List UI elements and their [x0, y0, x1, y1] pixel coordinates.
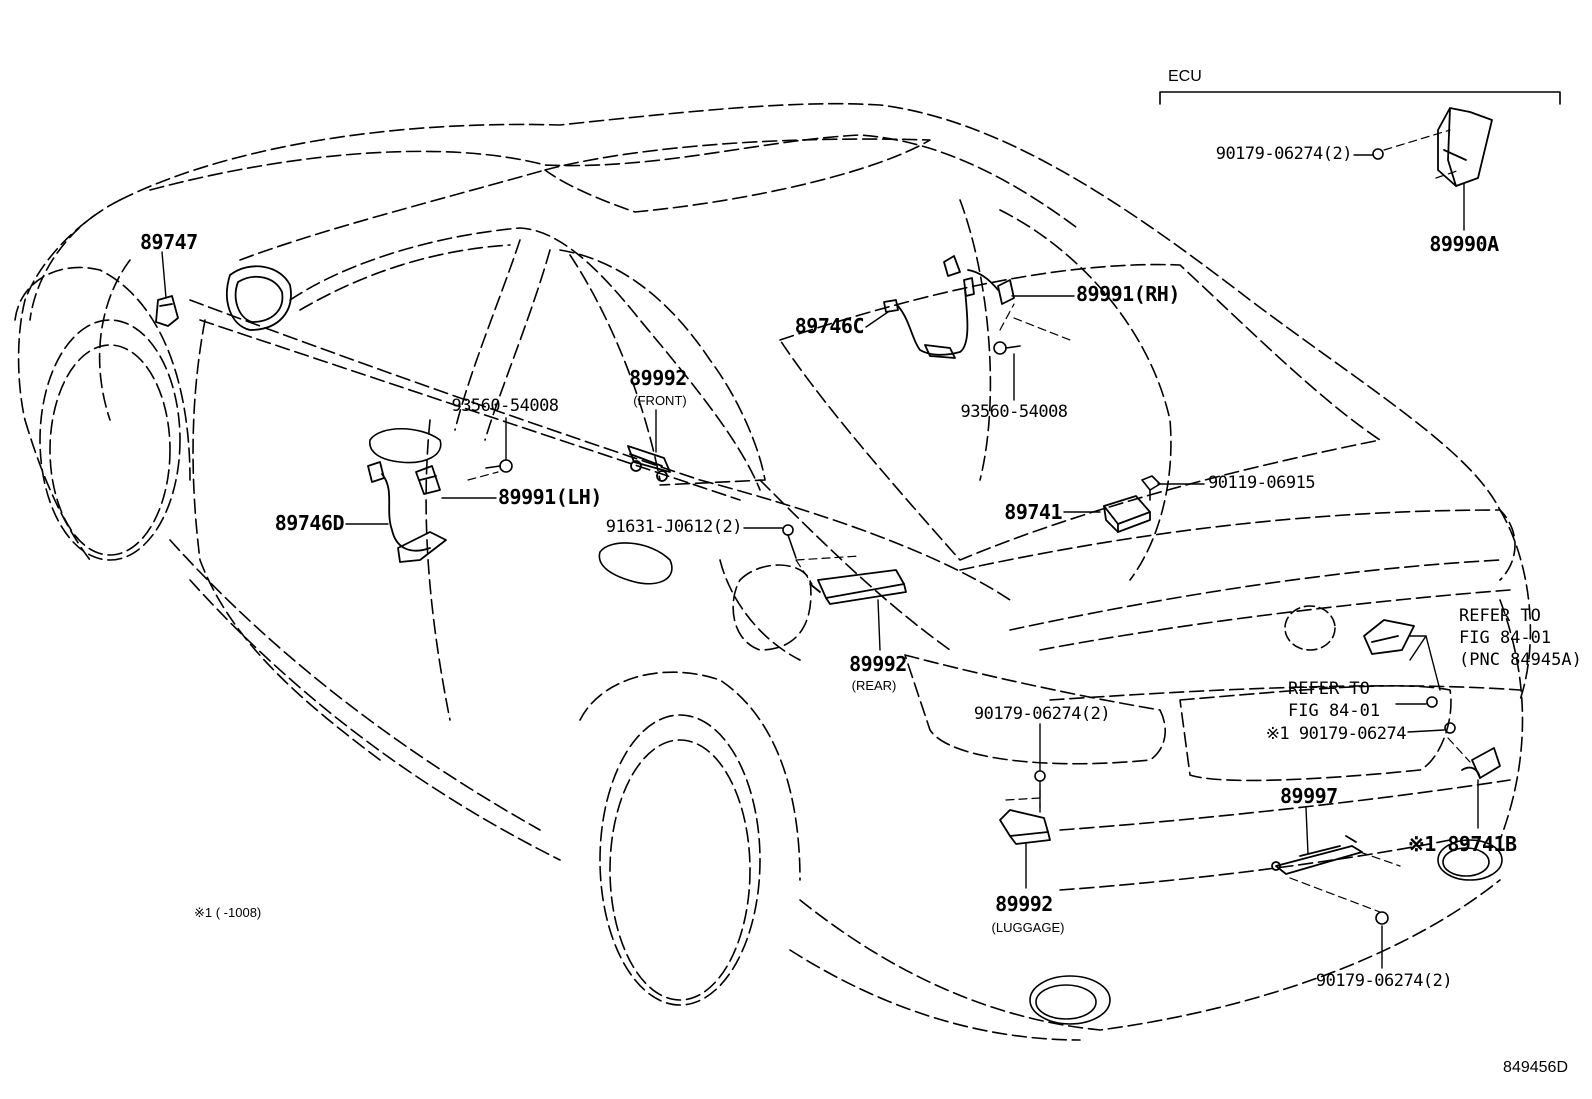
rear-wheel — [579, 671, 801, 1006]
part-89747-shape — [155, 295, 179, 327]
label-89741B: ※1 89741B — [1408, 832, 1517, 856]
label-90119: 90119-06915 — [1208, 473, 1316, 493]
label-89746D: 89746D — [274, 511, 345, 535]
label-89991LH: 89991(LH) — [498, 485, 602, 509]
car-body-outline — [17, 102, 1532, 1041]
label-refer2-line2: FIG 84-01 — [1288, 701, 1381, 721]
label-89992-luggage-note: (LUGGAGE) — [991, 920, 1065, 935]
part-89746C-shape — [883, 289, 969, 359]
label-89741: 89741 — [1004, 500, 1062, 524]
part-89991LH-shape — [415, 465, 441, 495]
label-90179-ecu: 90179-06274(2) — [1215, 144, 1353, 164]
part-89746D-shape — [367, 461, 447, 563]
part-89992-front-shape — [627, 445, 671, 482]
part-89741-shape — [1103, 495, 1151, 533]
part-90179-luggage-shape — [1034, 770, 1046, 782]
part-90179-star-shape — [1444, 722, 1456, 734]
exhaust-tips — [1029, 839, 1503, 1025]
part-89992-rear-shape — [809, 569, 907, 605]
ecu-bracket-line — [1159, 91, 1561, 105]
figure-id: 849456D — [1503, 1059, 1568, 1076]
side-mirror — [226, 265, 292, 331]
label-93560-rh: 93560-54008 — [960, 402, 1068, 422]
front-wheel — [14, 266, 191, 561]
label-89992-front: 89992 — [629, 366, 687, 390]
part-93560-rh-shape — [993, 341, 1021, 355]
label-refer1-line2: FIG 84-01 — [1459, 628, 1552, 648]
label-89992-luggage: 89992 — [995, 892, 1053, 916]
label-refer2-line1: REFER TO — [1288, 679, 1370, 699]
label-89997: 89997 — [1280, 784, 1338, 808]
part-89992-luggage-shape — [999, 809, 1051, 845]
footnote: ※1 ( -1008) — [194, 905, 262, 920]
part-90179-bottom-shape — [1375, 911, 1389, 925]
label-89991RH: 89991(RH) — [1076, 282, 1180, 306]
label-89990A: 89990A — [1429, 232, 1499, 256]
rear-emblem — [1284, 605, 1336, 651]
part-91631-shape — [782, 524, 797, 559]
label-93560-lh: 93560-54008 — [451, 396, 559, 416]
front-door-handle — [369, 427, 442, 464]
part-93560-lh-shape — [485, 459, 513, 473]
part-84945A-shape — [1363, 619, 1415, 655]
label-89747: 89747 — [140, 230, 198, 254]
ecu-bracket-label: ECU — [1168, 68, 1202, 85]
label-90179-star: ※1 90179-06274 — [1265, 724, 1407, 744]
label-89992-front-note: (FRONT) — [633, 393, 687, 408]
part-89990A-shape — [1437, 107, 1493, 187]
part-90119-shape — [1141, 475, 1161, 501]
label-refer1-line3: (PNC 84945A) — [1459, 650, 1582, 670]
rear-door-handle — [598, 542, 673, 585]
label-90179-luggage: 90179-06274(2) — [973, 704, 1111, 724]
part-89997-shape — [1271, 835, 1363, 875]
part-90179-ecu-shape — [1372, 148, 1384, 160]
label-91631: 91631-J0612(2) — [605, 517, 743, 537]
label-refer1-line1: REFER TO — [1459, 606, 1541, 626]
part-refer-nut-shape — [1426, 696, 1438, 708]
label-89992-rear: 89992 — [849, 652, 907, 676]
label-89746C: 89746C — [794, 314, 865, 338]
label-90179-bottom: 90179-06274(2) — [1315, 971, 1453, 991]
label-89992-rear-note: (REAR) — [851, 678, 897, 693]
leader-lines — [161, 154, 1479, 969]
part-89741B-shape — [1461, 747, 1501, 779]
connector-dashes — [467, 129, 1471, 913]
